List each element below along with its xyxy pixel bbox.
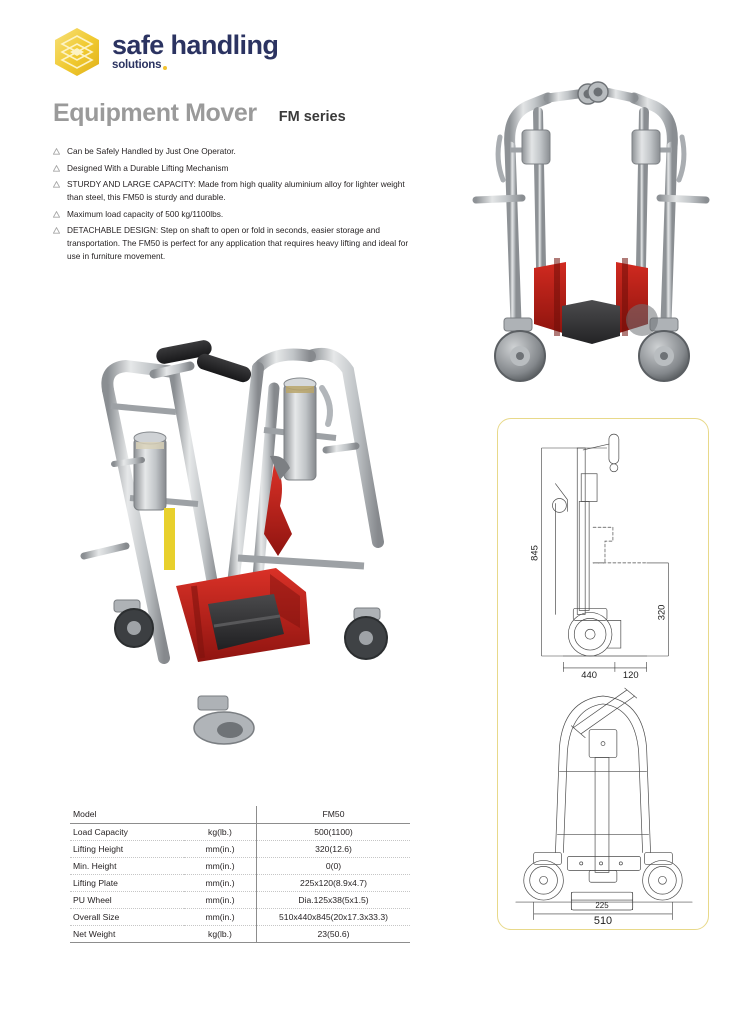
feature-text: Can be Safely Handled by Just One Operat… [67,146,236,156]
product-photo-front-open [466,72,716,390]
brand-logo: safe handling solutions [52,26,279,78]
dimension-845: 845 [529,545,540,561]
page-title: Equipment Mover [53,99,257,127]
feature-list: Can be Safely Handled by Just One Operat… [53,145,413,267]
spec-value: 510x440x845(20x17.3x33.3) [256,908,410,926]
spec-unit: mm(in.) [184,857,257,875]
spec-value: Dia.125x38(5x1.5) [256,891,410,909]
spec-unit: kg(lb.) [184,823,257,841]
spec-unit: mm(in.) [184,891,257,909]
feature-text: Designed With a Durable Lifting Mechanis… [67,162,229,173]
spec-label: Load Capacity [70,823,184,841]
table-row: Min. Height mm(in.) 0(0) [70,857,410,875]
spec-value: 23(50.6) [256,925,410,943]
table-row: Lifting Plate mm(in.) 225x120(8.9x4.7) [70,874,410,892]
series-label: FM series [278,109,346,125]
triangle-bullet-icon [53,145,67,155]
list-item: Maximum load capacity of 500 kg/1100lbs. [53,208,413,221]
spec-unit: mm(in.) [184,840,257,858]
product-photo-angled-pair [78,328,418,758]
spec-value: 320(12.6) [256,840,410,858]
spec-value: FM50 [256,806,410,824]
table-row: Load Capacity kg(lb.) 500(1100) [70,823,410,841]
spec-label: Model [70,806,184,824]
table-row: Lifting Height mm(in.) 320(12.6) [70,840,410,858]
table-row: PU Wheel mm(in.) Dia.125x38(5x1.5) [70,891,410,909]
spec-value: 500(1100) [256,823,410,841]
table-row: Overall Size mm(in.) 510x440x845(20x17.3… [70,908,410,926]
triangle-bullet-icon [53,178,67,188]
dimension-120: 120 [623,669,639,680]
spec-unit: kg(lb.) [184,925,257,943]
list-item: STURDY AND LARGE CAPACITY: Made from hig… [53,178,413,204]
spec-unit: mm(in.) [184,874,257,892]
triangle-bullet-icon [53,224,67,234]
technical-drawings-panel: 845 320 440 120 [497,418,709,930]
spec-label: Net Weight [70,925,184,943]
dimension-320: 320 [655,605,666,621]
triangle-bullet-icon [53,208,67,218]
feature-text: DETACHABLE DESIGN: Step on shaft to open… [67,225,409,261]
specification-table: Model FM50 Load Capacity kg(lb.) 500(110… [70,806,410,943]
hexagon-layers-icon [52,26,102,78]
spec-label: Lifting Height [70,840,184,858]
brand-accent-dot [163,65,168,70]
spec-label: Lifting Plate [70,874,184,892]
triangle-bullet-icon [53,162,67,172]
spec-unit: mm(in.) [184,908,257,926]
spec-label: PU Wheel [70,891,184,909]
list-item: Can be Safely Handled by Just One Operat… [53,145,413,158]
list-item: DETACHABLE DESIGN: Step on shaft to open… [53,224,413,263]
dimension-225: 225 [595,901,609,910]
dimension-440: 440 [581,669,597,680]
table-row: Model FM50 [70,806,410,824]
front-view-drawing: 225 510 [498,681,708,927]
feature-text: Maximum load capacity of 500 kg/1100lbs. [67,208,224,219]
spec-value: 0(0) [256,857,410,875]
page-heading: Equipment Mover FM series [53,99,346,128]
spec-unit [184,806,257,824]
spec-label: Min. Height [70,857,184,875]
spec-label: Overall Size [70,908,184,926]
feature-text: STURDY AND LARGE CAPACITY: Made from hig… [67,179,405,202]
dimension-510: 510 [594,915,612,927]
table-row: Net Weight kg(lb.) 23(50.6) [70,925,410,943]
brand-subtext: solutions [112,59,162,72]
list-item: Designed With a Durable Lifting Mechanis… [53,162,413,175]
side-view-drawing: 845 320 440 120 [498,423,708,681]
spec-value: 225x120(8.9x4.7) [256,874,410,892]
brand-wordmark: safe handling [112,30,279,61]
